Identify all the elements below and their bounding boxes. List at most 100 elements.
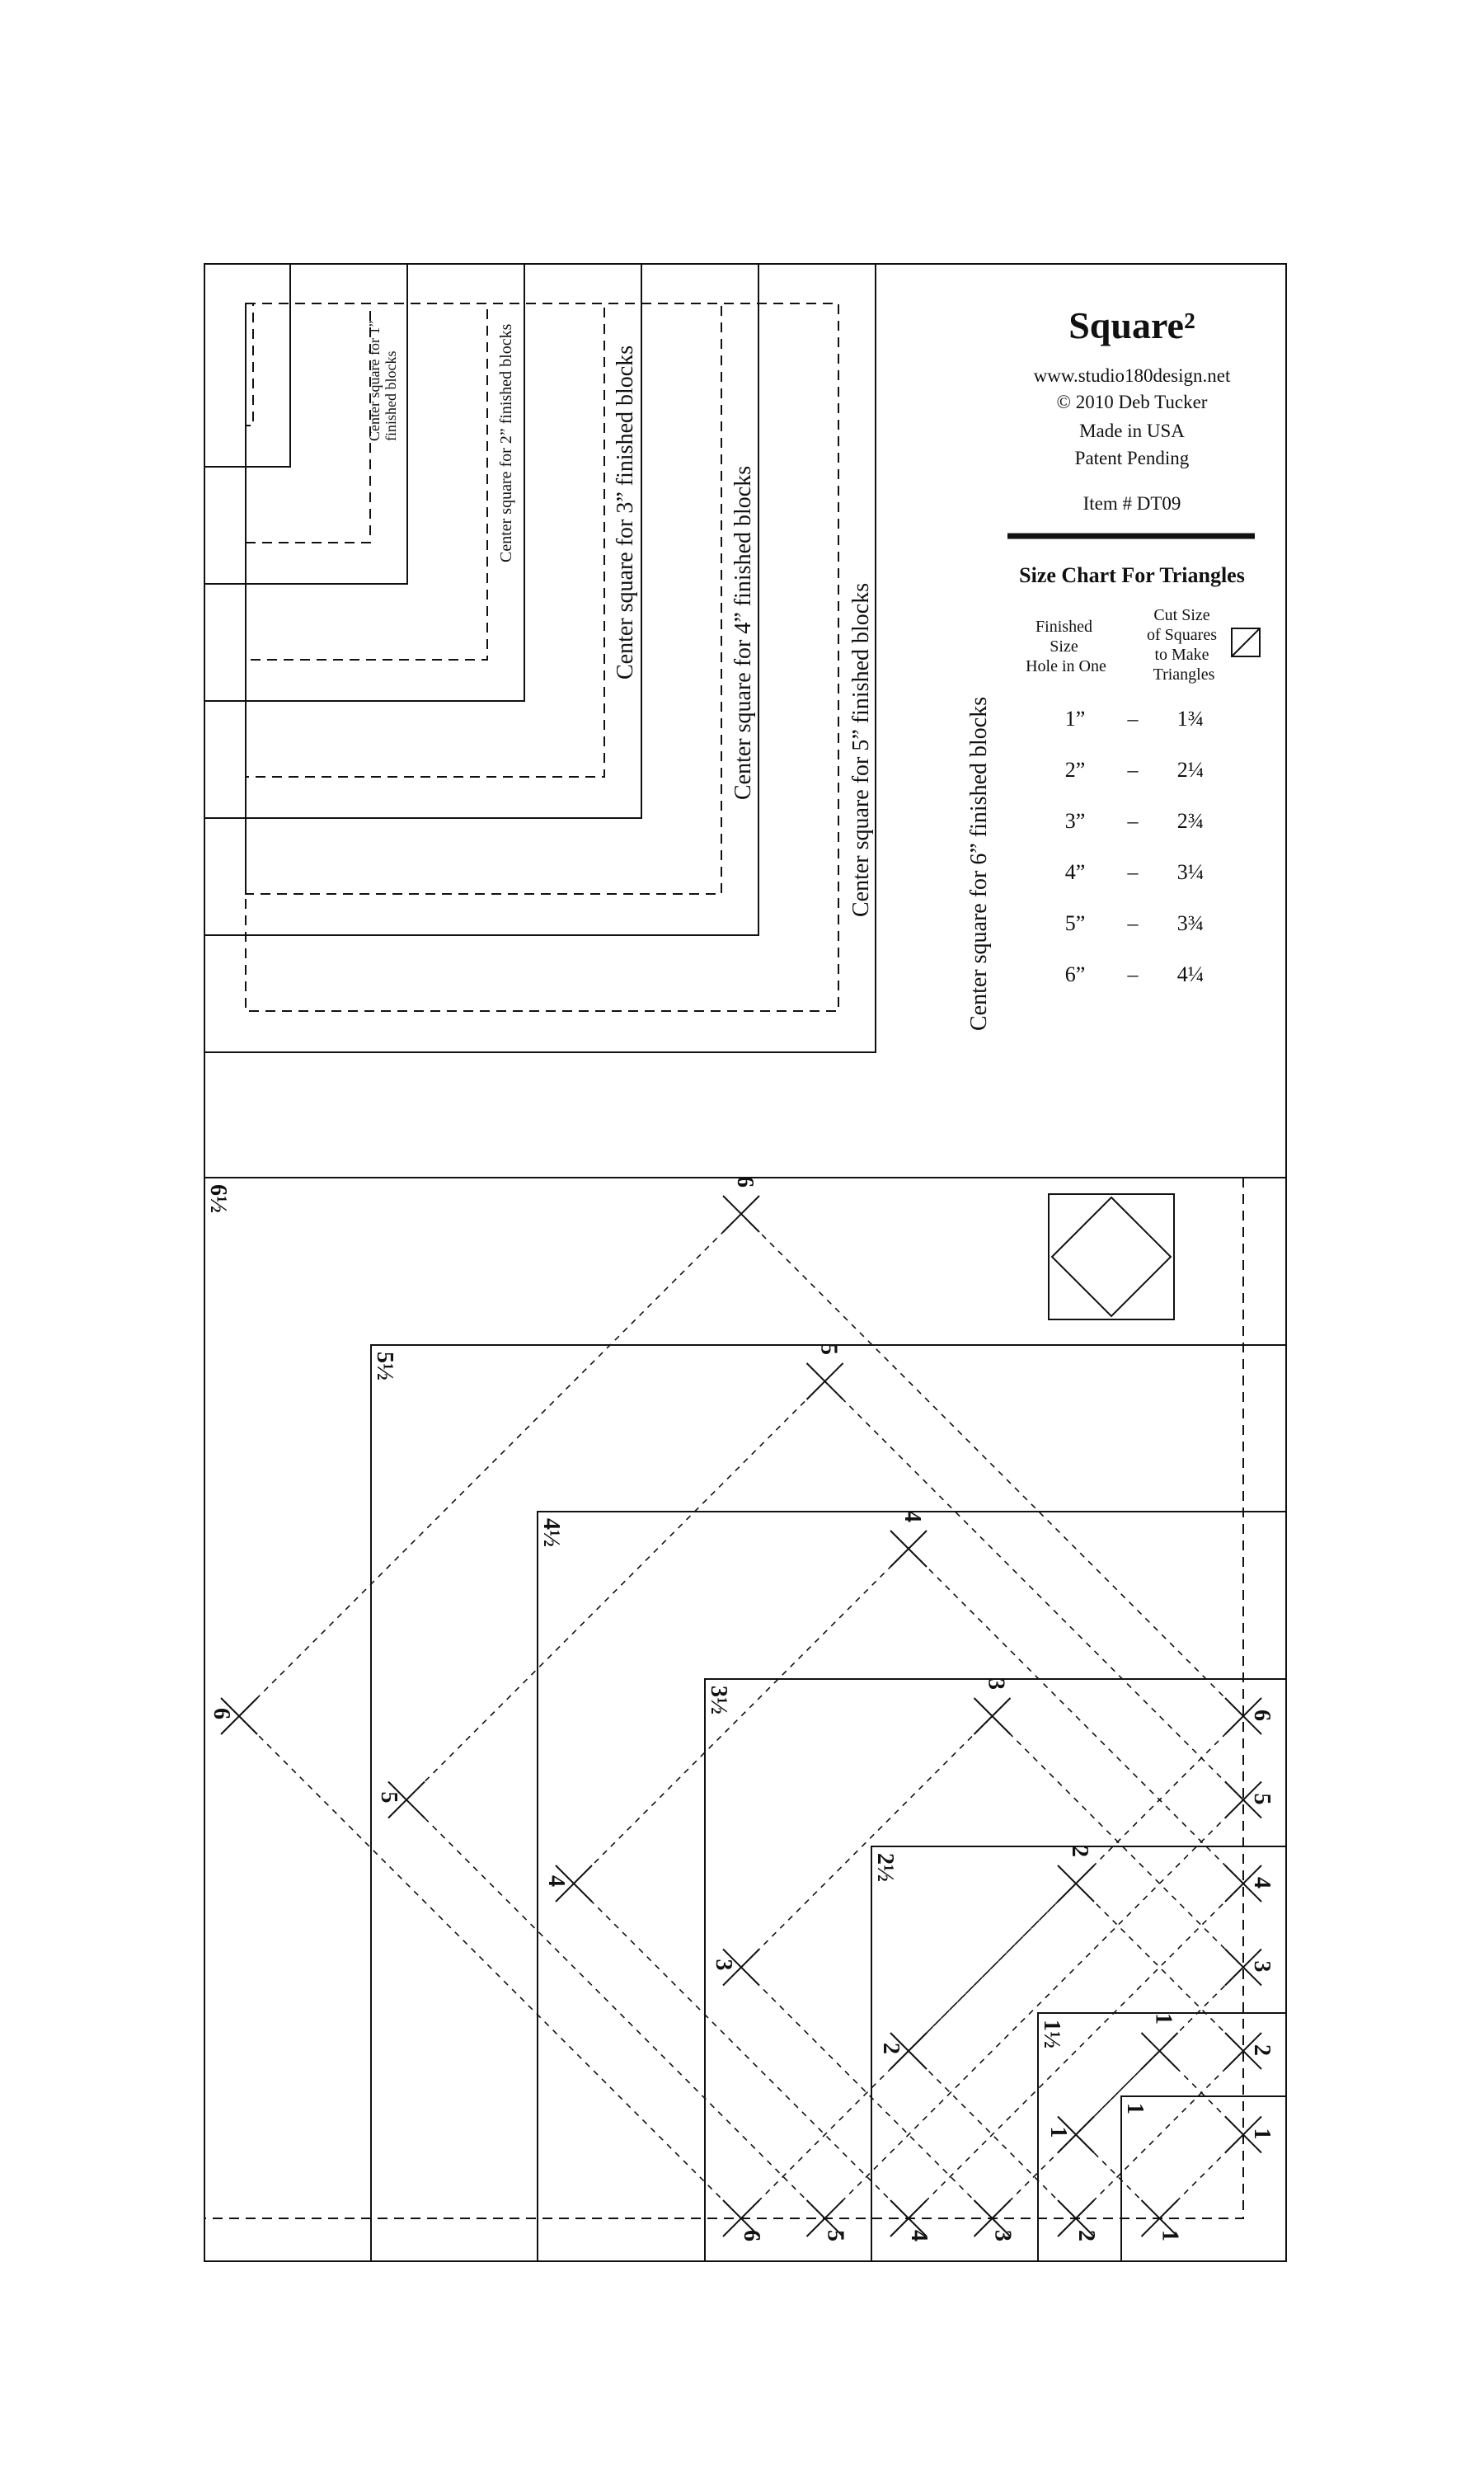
x-mark-2: 2 <box>878 2032 928 2070</box>
x-mark-3: 3 <box>973 2199 1016 2241</box>
patent-text: Patent Pending <box>1075 448 1190 468</box>
square-in-square-icon <box>1048 1193 1175 1320</box>
cut-size-value: 3¾ <box>1177 911 1205 935</box>
cut-size-value: 4¼ <box>1177 962 1205 986</box>
mark-number: 4 <box>899 1511 925 1522</box>
mark-number: 5 <box>376 1792 402 1804</box>
triangle-square-outline <box>1037 2012 1286 2261</box>
x-mark-6: 6 <box>722 1176 760 1233</box>
row-dash: – <box>1127 809 1139 833</box>
cut-size-header: Cut Size of Squares to Make Triangles <box>1147 606 1221 684</box>
cut-size-value: 3¼ <box>1177 860 1205 884</box>
diamond-cutline-1 <box>1074 2049 1245 2220</box>
mark-number: 2 <box>1067 1846 1092 1857</box>
mark-number: 5 <box>1249 1794 1275 1805</box>
size-chart-row: 5” – 3¾ <box>1065 911 1205 935</box>
size-chart-row: 2” – 2¼ <box>1065 758 1205 782</box>
size-chart-row: 4”–3¼ <box>1065 860 1205 884</box>
cut-size-value: 2¼ <box>1177 758 1205 782</box>
mark-number: 2 <box>878 2043 904 2054</box>
x-mark-5: 5 <box>1224 1780 1275 1819</box>
mark-number: 1 <box>1151 2013 1176 2025</box>
x-mark-6: 6 <box>1224 1697 1275 1735</box>
center-label-2in: Center square for 2” finished blocks <box>497 323 515 562</box>
finished-size-value: 6” <box>1065 962 1086 986</box>
center-square-outline-6 <box>204 264 876 1053</box>
center-square-outline-4 <box>204 264 642 819</box>
mark-number: 4 <box>906 2230 932 2241</box>
mark-number: 6 <box>209 1708 234 1719</box>
square-size-label: 6½ <box>205 1184 231 1213</box>
mark-number: 1 <box>1249 2128 1275 2140</box>
x-mark-4: 4 <box>543 1865 593 1903</box>
row-dash: – <box>1127 962 1139 986</box>
mark-number: 2 <box>1249 2044 1275 2056</box>
mark-number: 3 <box>990 2230 1016 2241</box>
mark-number: 3 <box>711 1959 736 1971</box>
triangle-square-outline <box>370 1344 1286 2261</box>
mark-number: 3 <box>984 1678 1009 1690</box>
center-square-outline-2 <box>204 264 408 585</box>
x-mark-1: 1 <box>1045 2115 1095 2154</box>
row-dash: – <box>1127 860 1139 884</box>
x-mark-3: 3 <box>1224 1948 1275 1987</box>
size-chart-row: 6” – 4¼ <box>1065 962 1205 986</box>
triangle-square-outline <box>204 1177 1286 2261</box>
center-square-cutline-1 <box>245 303 254 426</box>
center-square-cutline-2 <box>245 303 371 543</box>
made-in-text: Made in USA <box>1079 421 1185 441</box>
mark-number: 6 <box>1249 1710 1275 1721</box>
finished-size-value: 2” <box>1065 758 1086 782</box>
row-dash: – <box>1127 707 1139 731</box>
x-mark-4: 4 <box>1224 1865 1275 1903</box>
triangle-square-outline <box>1120 2095 1286 2261</box>
finished-size-value: 5” <box>1065 911 1086 935</box>
mark-number: 2 <box>1073 2230 1099 2241</box>
mark-number: 6 <box>739 2230 764 2241</box>
square-size-label: 5½ <box>372 1352 397 1380</box>
x-mark-4: 4 <box>890 2199 932 2241</box>
center-square-cutline-6 <box>245 303 839 1012</box>
triangle-square-outline <box>704 1678 1286 2261</box>
center-square-outline-5 <box>204 264 759 936</box>
center-square-outline-3 <box>204 264 525 702</box>
cut-size-value: 2¾ <box>1177 809 1205 833</box>
item-number: Item # DT09 <box>1083 493 1181 514</box>
row-dash: – <box>1127 911 1139 935</box>
mark-number: 5 <box>816 1343 842 1355</box>
mark-number: 1 <box>1158 2230 1183 2241</box>
size-chart-heading: Size Chart For Triangles <box>1019 563 1245 587</box>
center-square-outline-1 <box>204 264 291 468</box>
x-mark-1: 1 <box>1224 2115 1275 2154</box>
diamond-cutline-5 <box>405 1380 1245 2220</box>
x-mark-2: 2 <box>1057 1846 1095 1903</box>
x-mark-5: 5 <box>805 1343 844 1400</box>
copyright-text: © 2010 Deb Tucker <box>1057 392 1208 412</box>
mark-number: 5 <box>823 2230 848 2241</box>
mark-number: 4 <box>1249 1877 1275 1888</box>
mark-number: 1 <box>1045 2127 1071 2138</box>
square-size-label: 1 <box>1122 2103 1148 2114</box>
size-chart-rows: 1”–1¾2”–2¼3”–2¾4”–3¼5”–3¾6”–4¼ <box>1065 707 1205 986</box>
square-size-label: 4½ <box>538 1518 564 1547</box>
center-label-5in: Center square for 5” finished blocks <box>848 583 874 917</box>
x-mark-1: 1 <box>1140 2199 1183 2241</box>
x-mark-1: 1 <box>1140 2013 1179 2070</box>
center-square-cutline-5 <box>245 303 722 895</box>
finished-size-value: 1” <box>1065 707 1086 731</box>
size-chart-row: 3”–2¾ <box>1065 809 1205 833</box>
x-mark-2: 2 <box>1057 2199 1099 2241</box>
center-squares-group <box>204 264 876 1053</box>
center-square-labels: Center square for 1” finished blocks Cen… <box>366 321 992 1031</box>
row-dash: – <box>1127 758 1139 782</box>
product-title: Square² <box>1068 304 1195 346</box>
triangle-square-outline <box>537 1511 1286 2261</box>
mark-number: 3 <box>1249 1961 1275 1973</box>
size-chart-row: 1”–1¾ <box>1065 707 1205 731</box>
website-text: www.studio180design.net <box>1034 365 1231 386</box>
x-mark-5: 5 <box>805 2199 848 2241</box>
mark-number: 6 <box>732 1176 758 1188</box>
reference-dashed-line <box>204 1178 1244 2219</box>
triangle-square-outline <box>871 1846 1286 2261</box>
